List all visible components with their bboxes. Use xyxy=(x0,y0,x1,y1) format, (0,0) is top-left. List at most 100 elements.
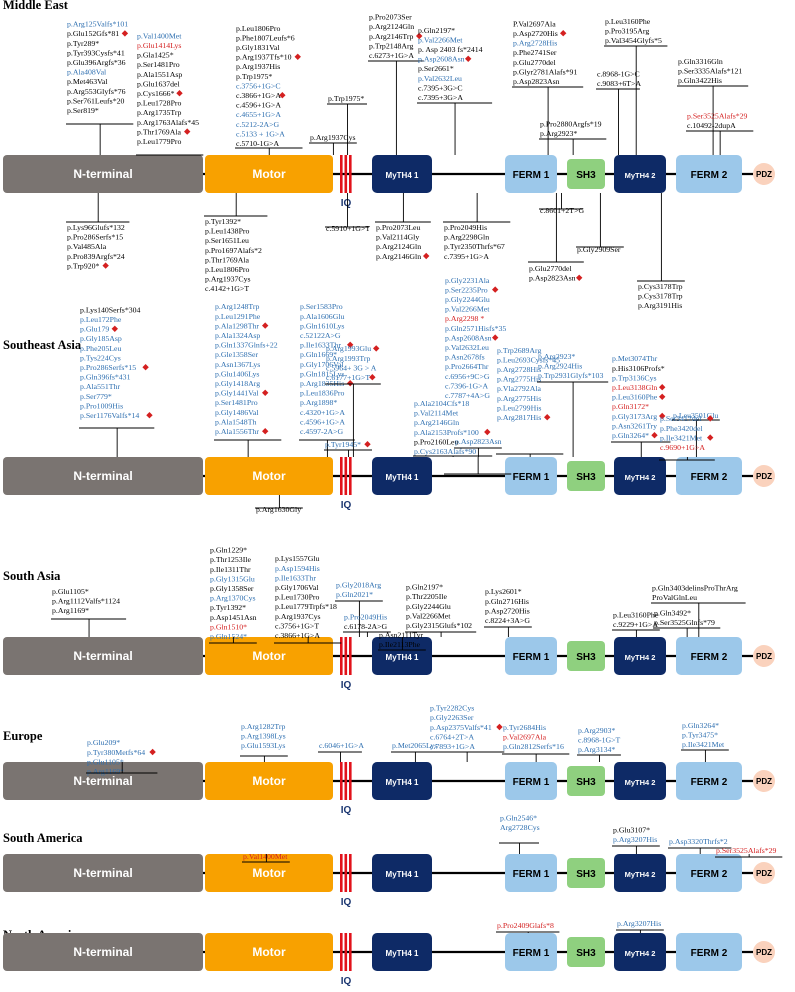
mutation-label: p.Tyr1392* xyxy=(205,217,241,226)
domain-label: PDZ xyxy=(756,170,772,179)
mutation-label: c.6046+1G>A xyxy=(319,741,364,750)
domain-sh3: SH3 xyxy=(567,937,605,967)
mutation-label: p.Arg1248Trp xyxy=(215,302,260,311)
mutation-label: c.8968-1G>C xyxy=(597,69,640,78)
mutation-label: p.Arg1630Gly xyxy=(256,505,301,514)
mutation-label: c.7396-1G>A xyxy=(445,381,489,390)
mutation-label: p.Arg3207His xyxy=(613,835,657,844)
mutation-label: p.Pro2073Leu xyxy=(376,223,420,232)
domain-nterm: N-terminal xyxy=(3,762,203,800)
region-title: South Asia xyxy=(3,569,61,583)
mutation-label: p.Leu1728Pro xyxy=(137,99,181,108)
domain-ferm1: FERM 1 xyxy=(505,762,557,800)
mutation-label: c.9229+1G>A xyxy=(613,620,658,629)
mutation-label: p.Ser3525Alafs*29 xyxy=(716,846,777,855)
mutation-label: p.Gly1706Val xyxy=(300,360,344,369)
mutation-label: p.Asn2678fs xyxy=(445,353,485,362)
mutation-label: p.Tyr380Metfs*64 xyxy=(87,748,145,757)
mutation-group: p.Gln3316Glnp.Ser3335Alafs*121p.Gln3422H… xyxy=(677,57,749,155)
mutation-label: p.Gly2231Ala xyxy=(445,276,490,285)
mutation-label: p.Ala2153Profs*100 xyxy=(414,428,479,437)
mutation-label: c.5910+1G>T xyxy=(326,224,370,233)
mutation-label: p.Glu1593Lys xyxy=(241,741,285,750)
mutation-label: p.Phe2741Ser xyxy=(513,48,557,57)
mutation-label: p.Leu172Phe xyxy=(80,315,122,324)
mutation-label: p.Lys140Serfs*304 xyxy=(80,305,141,314)
mutation-label: p.Val1400Met xyxy=(137,31,182,40)
mutation-label: p.Phe205Leu xyxy=(80,344,121,353)
mutation-label: p.Met3074Thr xyxy=(612,354,658,363)
mutation-group: p.Ala2104Cfs*18p.Val2114Metp.Arg2146Glnp… xyxy=(413,399,493,457)
mutation-label: p.Glu179 xyxy=(80,325,109,334)
mutation-label: p.Arg1398Lys xyxy=(241,731,286,740)
domain-label: FERM 1 xyxy=(513,777,550,788)
mutation-label: p.Arg1835His xyxy=(300,379,344,388)
mutation-label: ProValGlnLeu xyxy=(652,593,697,602)
mutation-label: p.Arg1993Trp xyxy=(326,354,371,363)
mutation-label: p.Ile3421Met xyxy=(660,433,703,442)
domain-ferm2: FERM 2 xyxy=(676,933,742,971)
mutation-label: p.Ser761Leufs*20 xyxy=(67,96,124,105)
mutation-label: p.Arg1169* xyxy=(87,767,124,776)
mutation-label: p.Arg2124Gln xyxy=(369,22,414,31)
mutation-group: p.Ser1583Prop.Ala1606Glup.Gln1610Lysc.52… xyxy=(299,302,355,457)
mutation-group: p.Gly2909Ser xyxy=(576,193,624,254)
domain-label: MyTH4 2 xyxy=(625,870,656,879)
domain-pdz: PDZ xyxy=(753,465,775,487)
mutation-label: p.Gle1358Ser xyxy=(215,350,258,359)
domain-label: PDZ xyxy=(756,472,772,481)
domain-label: MyTH4 1 xyxy=(386,171,419,180)
mutation-label: p.Leu1806Pro xyxy=(236,24,280,33)
domain-label: Motor xyxy=(252,649,286,663)
mutation-label: c.8601+2T>G xyxy=(540,206,584,215)
region-title: Europe xyxy=(3,729,43,743)
mutation-label: p.Tyr393Cysfs*41 xyxy=(67,48,125,57)
diamond-marker xyxy=(423,252,430,260)
mutation-label: p.Ser819* xyxy=(67,106,99,115)
mutation-label: p.Glu1414Lys xyxy=(137,41,181,50)
mutation-label: c.7395+3G>A xyxy=(418,93,463,102)
domain-label: Motor xyxy=(252,469,286,483)
mutation-label: p.Val2114Met xyxy=(414,409,459,418)
mutation-label: p.Gln2812Serfs*16 xyxy=(503,742,564,751)
mutation-group: p.Leu3501Glu xyxy=(672,411,720,457)
diamond-marker xyxy=(262,322,269,329)
mutation-label: p.Gln2571Hisfs*35 xyxy=(445,324,506,333)
mutation-label: p.Lys2601* xyxy=(485,587,522,596)
mutation-label: p. Asp 2403 fs*2414 xyxy=(418,45,483,54)
domain-label: SH3 xyxy=(576,777,596,788)
mutation-group: p.Ser3417delp.Phe3420delp.Ile3421Metc.96… xyxy=(659,414,715,461)
mutation-label: p.Leu2799His xyxy=(497,403,541,412)
mutation-label: p.Val485Ala xyxy=(67,242,107,251)
domain-label: MyTH4 1 xyxy=(386,949,419,958)
domain-label: N-terminal xyxy=(73,167,132,181)
domain-label: N-terminal xyxy=(73,649,132,663)
mutation-label: p.Ala1324Asp xyxy=(215,331,260,340)
mutation-group: p.Gly2231Alap.Ser2235Prop.Gly2244Glup.Va… xyxy=(444,276,512,475)
mutation-label: p.Ile2113Phe xyxy=(379,640,421,649)
mutation-label: p.Val2697Ala xyxy=(503,732,547,741)
mutation-label: p.Gly185Asp xyxy=(80,334,122,343)
mutation-label: p.Gln1510* xyxy=(210,622,247,631)
mutation-label: p.Tyr2282Cys xyxy=(430,704,474,713)
domain-label: SH3 xyxy=(576,472,596,483)
mutation-label: p.Val2266Met xyxy=(418,35,463,44)
mutation-label: p.Asn3261Try xyxy=(612,421,657,430)
mutation-label: p.Gla1425* xyxy=(137,51,174,60)
mutation-label: p.Asp2720His xyxy=(513,29,558,38)
mutation-label: p.Pro1697Alafs*2 xyxy=(205,246,262,255)
mutation-label: p.Cys3178Trp xyxy=(638,282,683,291)
mutation-label: p.Ser1176Valfs*14 xyxy=(80,411,139,420)
mutation-label: p.Leu3160Phe xyxy=(605,17,651,26)
domain-label: MyTH4 2 xyxy=(625,653,656,662)
mutation-group: c.8601+2T>G xyxy=(539,193,584,215)
mutation-label: p.Asp2823Asn xyxy=(513,77,560,86)
mutation-label: p.Asp2608Asn xyxy=(418,55,465,64)
mutation-label: p.Asp2823Asn xyxy=(529,274,576,283)
domain-label: N-terminal xyxy=(73,866,132,880)
mutation-group: p.Gln1229*p.Thr1253Ilep.Ile1311Thrp.Gly1… xyxy=(209,546,257,644)
domain-label: SH3 xyxy=(576,652,596,663)
